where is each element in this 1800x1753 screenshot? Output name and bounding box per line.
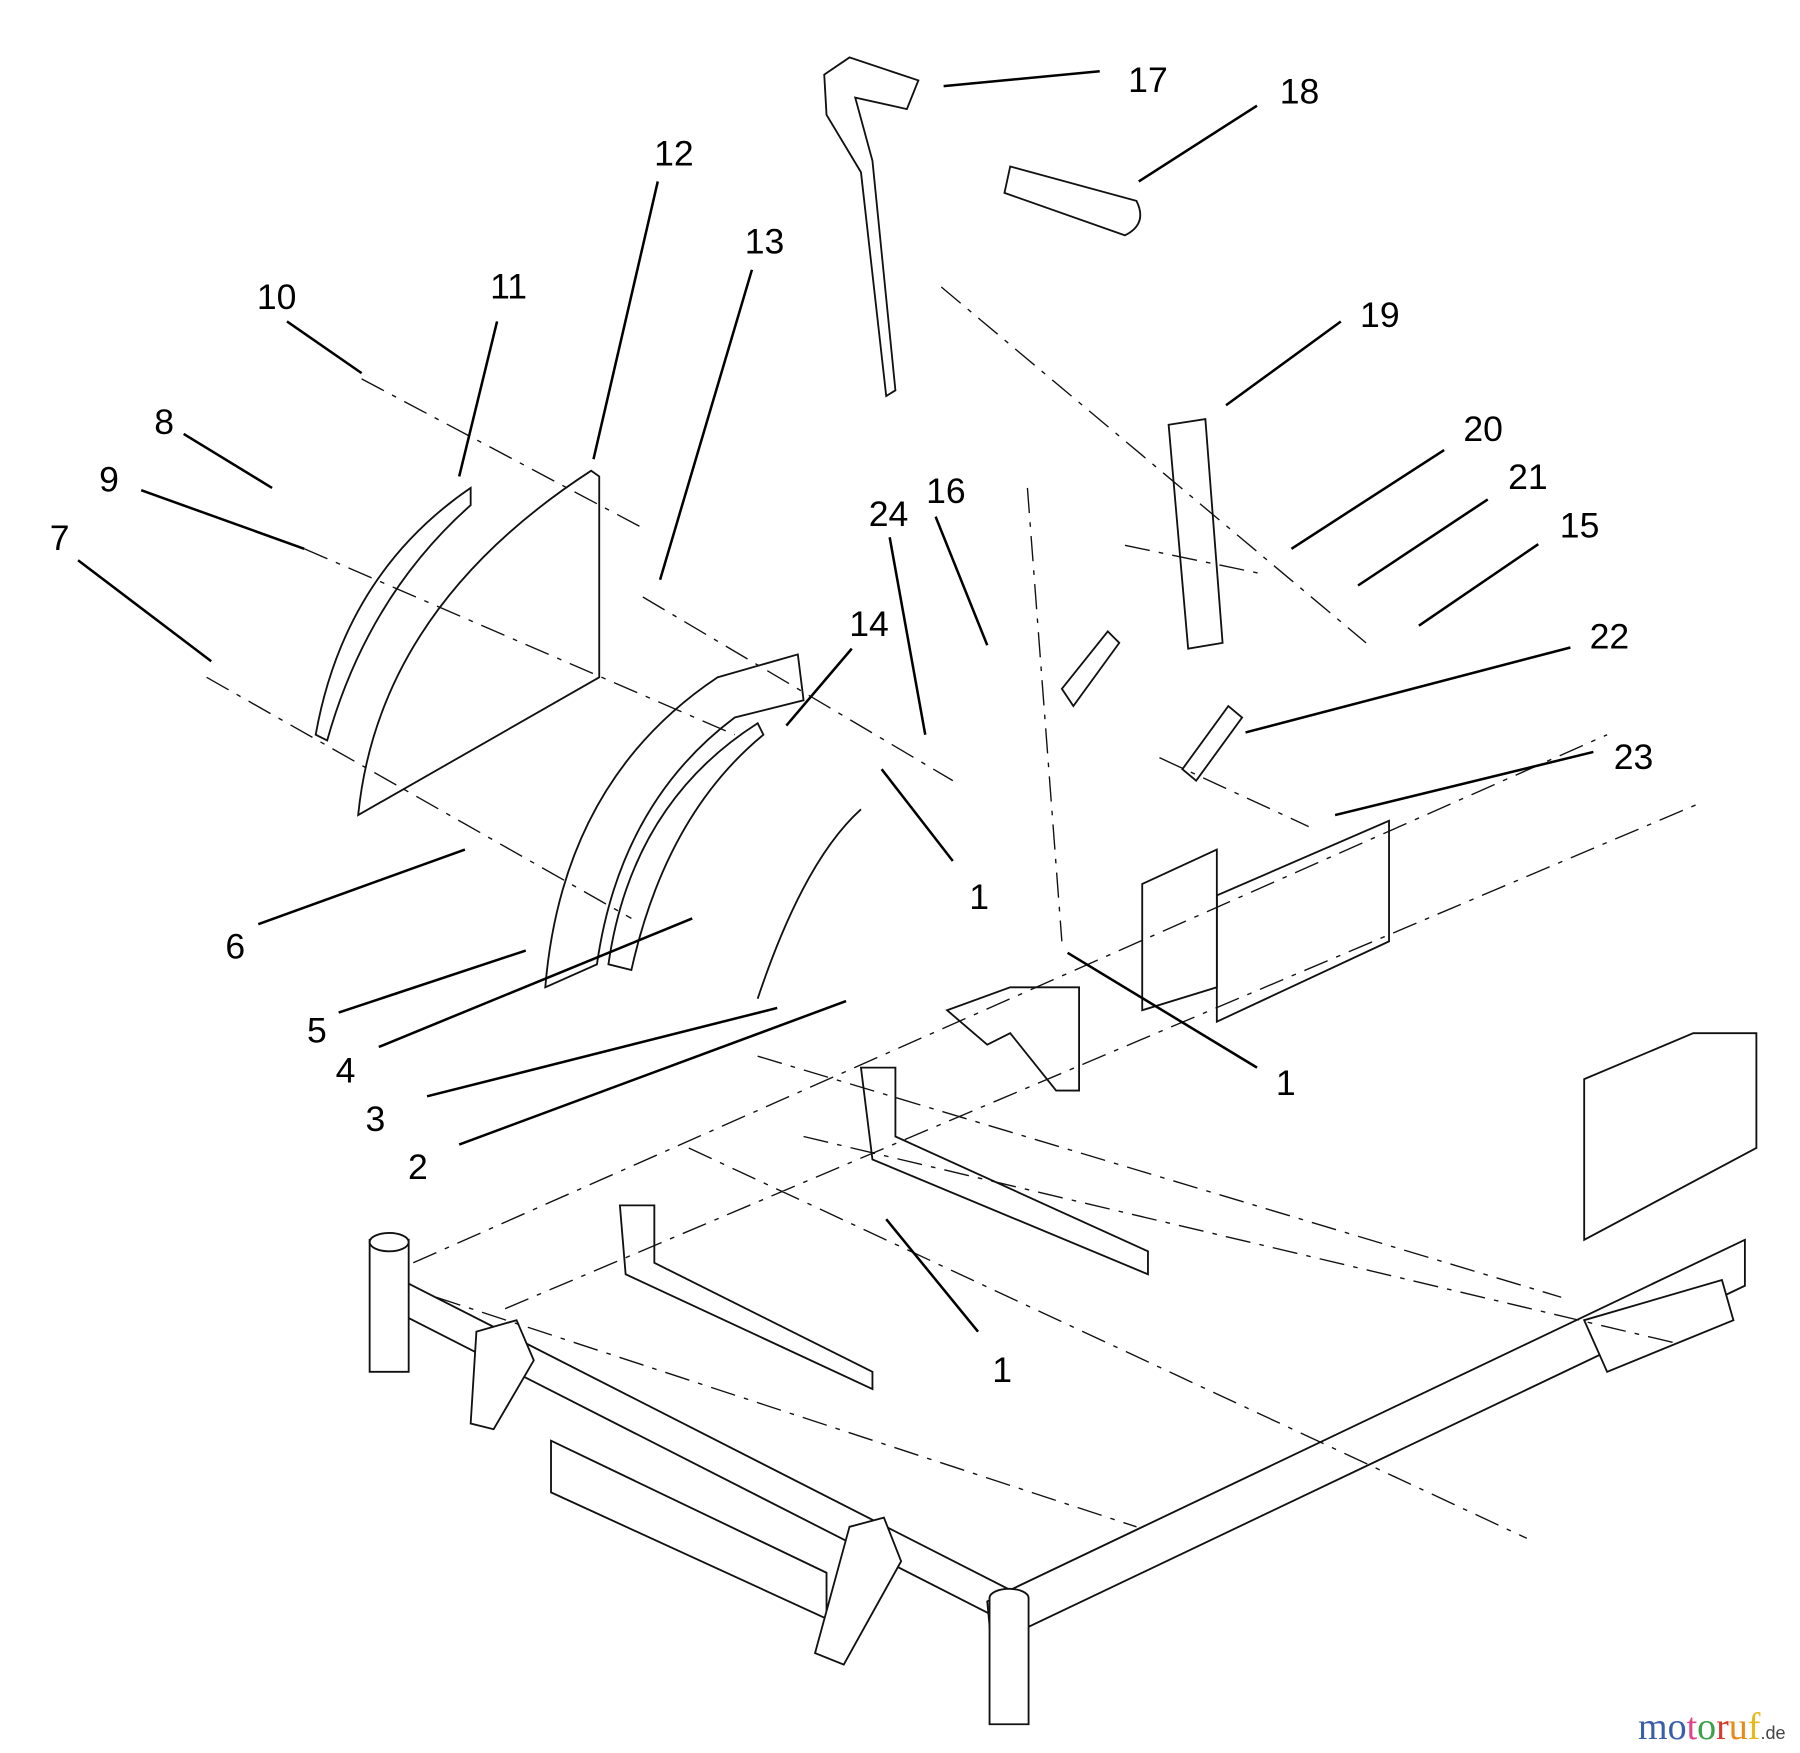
leader-line-13 [658,269,754,581]
leader-line-15 [1418,543,1539,627]
callout-14: 14 [849,604,889,644]
leader-line-24 [888,537,927,735]
leader-line-21 [1357,498,1489,587]
leader-line-4 [378,917,693,1049]
leader-line-14 [785,647,853,727]
leader-line-2 [458,999,847,1146]
height-of-cut-plates [206,378,954,989]
motoruf-watermark-logo: motoruf.de [1638,1705,1785,1749]
callout-1: 1 [992,1350,1012,1390]
watermark-letter: m [1638,1706,1668,1748]
callout-12: 12 [654,133,694,173]
leader-line-20 [1290,448,1445,550]
callout-1: 1 [969,877,989,917]
leader-line-23 [1334,750,1594,817]
leader-line-16 [934,516,989,646]
callout-18: 18 [1280,71,1320,111]
callout-24: 24 [869,494,909,534]
frame-assembly [368,734,1758,1726]
leader-line-19 [1225,320,1342,407]
leader-line-10 [286,320,363,375]
callout-5: 5 [307,1010,327,1050]
leader-line-12 [592,181,660,460]
callout-10: 10 [257,277,297,317]
leader-line-6 [257,848,466,926]
leader-line-22 [1245,646,1571,734]
leader-line-1 [1066,951,1258,1069]
callout-19: 19 [1360,295,1400,335]
watermark-letter: o [1697,1706,1717,1748]
callout-6: 6 [225,927,245,967]
callout-1: 1 [1276,1063,1296,1103]
callout-17: 17 [1128,60,1168,100]
callout-9: 9 [99,459,119,499]
callout-16: 16 [926,471,966,511]
callout-21: 21 [1508,457,1548,497]
watermark-letter: f [1747,1706,1761,1748]
leader-line-11 [457,321,499,477]
watermark-letter: o [1667,1706,1687,1748]
callout-2: 2 [408,1147,428,1187]
callout-15: 15 [1560,505,1600,545]
leader-line-18 [1138,104,1258,183]
leader-lines [77,69,1594,1333]
leader-line-17 [943,69,1100,88]
callout-4: 4 [336,1051,356,1091]
watermark-tld: .de [1760,1723,1786,1743]
watermark-letter: r [1716,1706,1729,1748]
callout-22: 22 [1590,617,1630,657]
callout-13: 13 [745,222,785,262]
pedal-assembly [756,56,1367,1000]
callout-11: 11 [490,267,527,307]
leader-line-8 [183,432,273,489]
leader-line-3 [426,1006,778,1098]
leader-line-7 [77,559,212,663]
leader-line-5 [338,949,527,1014]
leader-line-1 [880,768,954,862]
callout-3: 3 [365,1099,385,1139]
callout-20: 20 [1463,409,1503,449]
watermark-letter: u [1728,1706,1748,1748]
watermark-letter: t [1686,1706,1698,1748]
callout-8: 8 [154,402,174,442]
callout-23: 23 [1614,737,1654,777]
leader-line-9 [140,489,305,550]
callout-7: 7 [50,518,70,558]
leader-line-1 [885,1218,980,1333]
